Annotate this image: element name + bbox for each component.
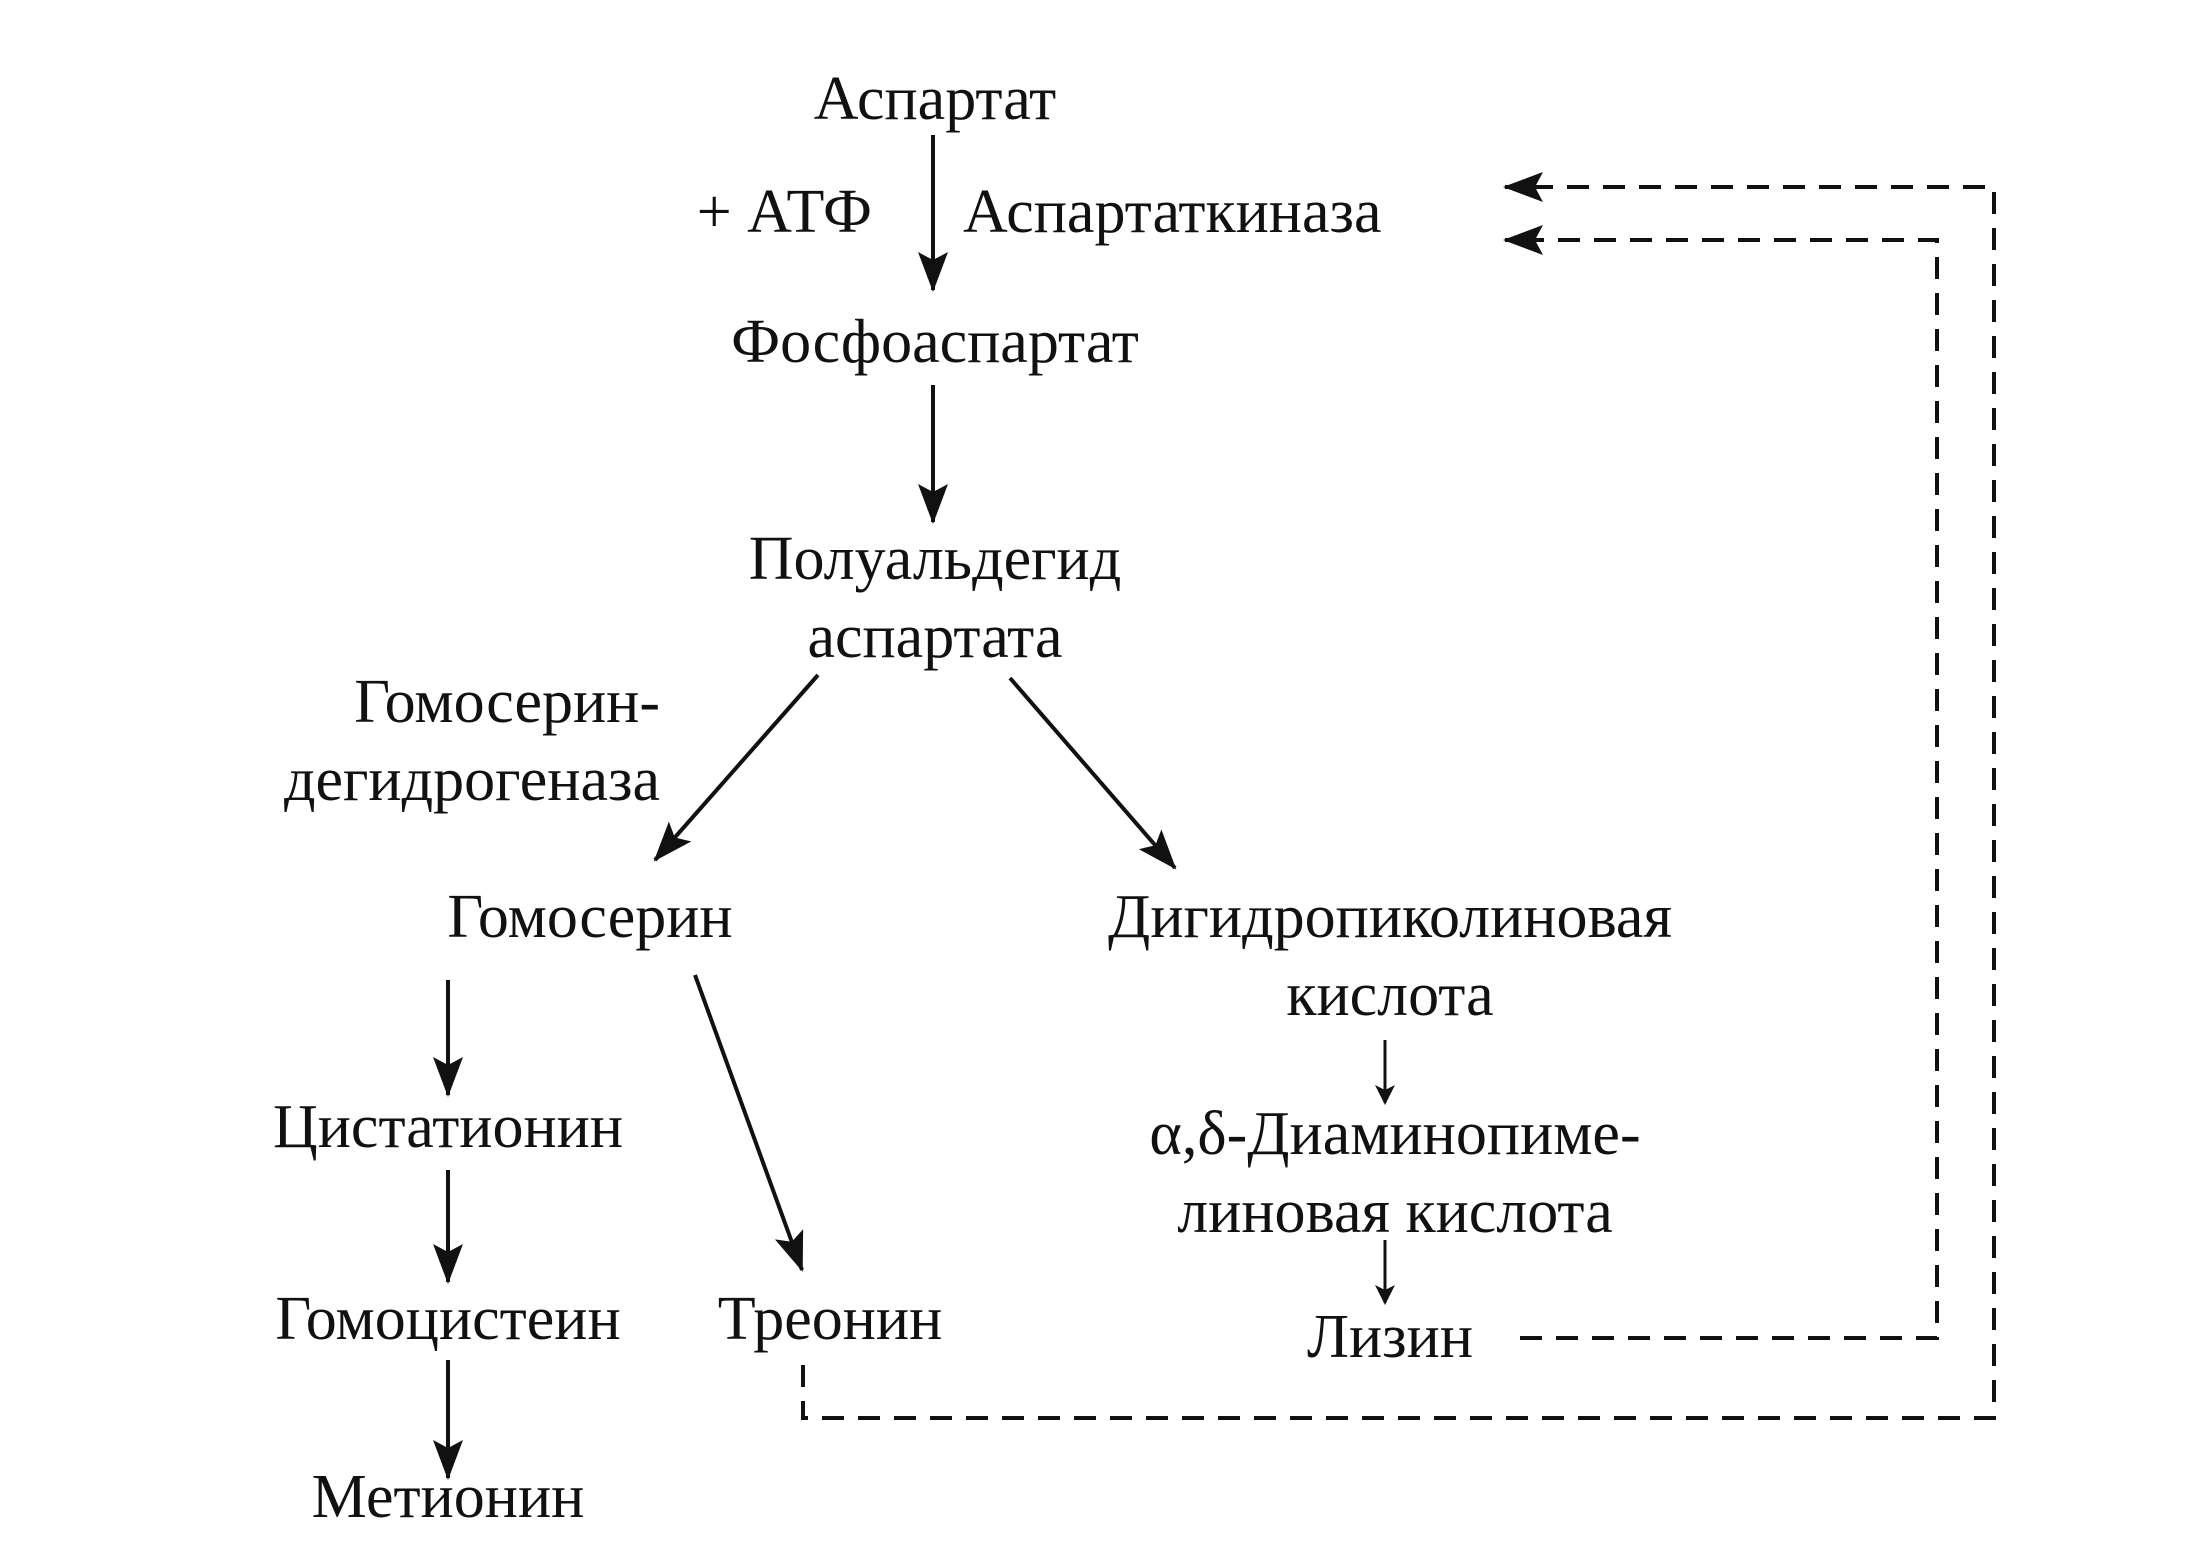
feedback-threonine-to-aspartate-kinase (801, 172, 1996, 1420)
annotation-atp: + АТФ (696, 178, 872, 246)
node-phosphoaspartate: Фосфоаспартат (731, 308, 1139, 376)
node-diaminopimelic-line2: линовая кислота (1177, 1178, 1613, 1246)
node-homoserine: Гомосерин (447, 883, 733, 951)
node-diaminopimelic-line1: α,δ-Диаминопиме- (1149, 1100, 1641, 1168)
node-lysine: Лизин (1306, 1303, 1474, 1371)
node-methionine: Метионин (311, 1463, 585, 1531)
arrow-semialdehyde-to-dihydropicolinic (1008, 676, 1177, 870)
node-homocysteine: Гомоцистеин (275, 1285, 621, 1353)
enzyme-homoserine-dh-line2: дегидрогеназа (283, 746, 660, 814)
node-cystathionine: Цистатионин (272, 1093, 624, 1161)
arrow-semialdehyde-to-homoserine (653, 673, 820, 862)
arrow-homoserine-to-threonine (693, 974, 804, 1272)
enzyme-aspartate-kinase: Аспартаткиназа (963, 178, 1382, 246)
node-aspartate: Аспартат (813, 65, 1057, 133)
node-semialdehyde-line1: Полуальдегид (748, 525, 1122, 593)
node-semialdehyde-line2: аспартата (807, 603, 1063, 671)
node-dihydropicolinic-line1: Дигидропиколиновая (1108, 883, 1672, 951)
enzyme-homoserine-dh-line1: Гомосерин- (354, 668, 660, 736)
node-threonine: Треонин (717, 1285, 943, 1353)
feedback-lysine-to-aspartate-kinase (1503, 225, 1939, 1340)
node-dihydropicolinic-line2: кислота (1286, 961, 1494, 1029)
